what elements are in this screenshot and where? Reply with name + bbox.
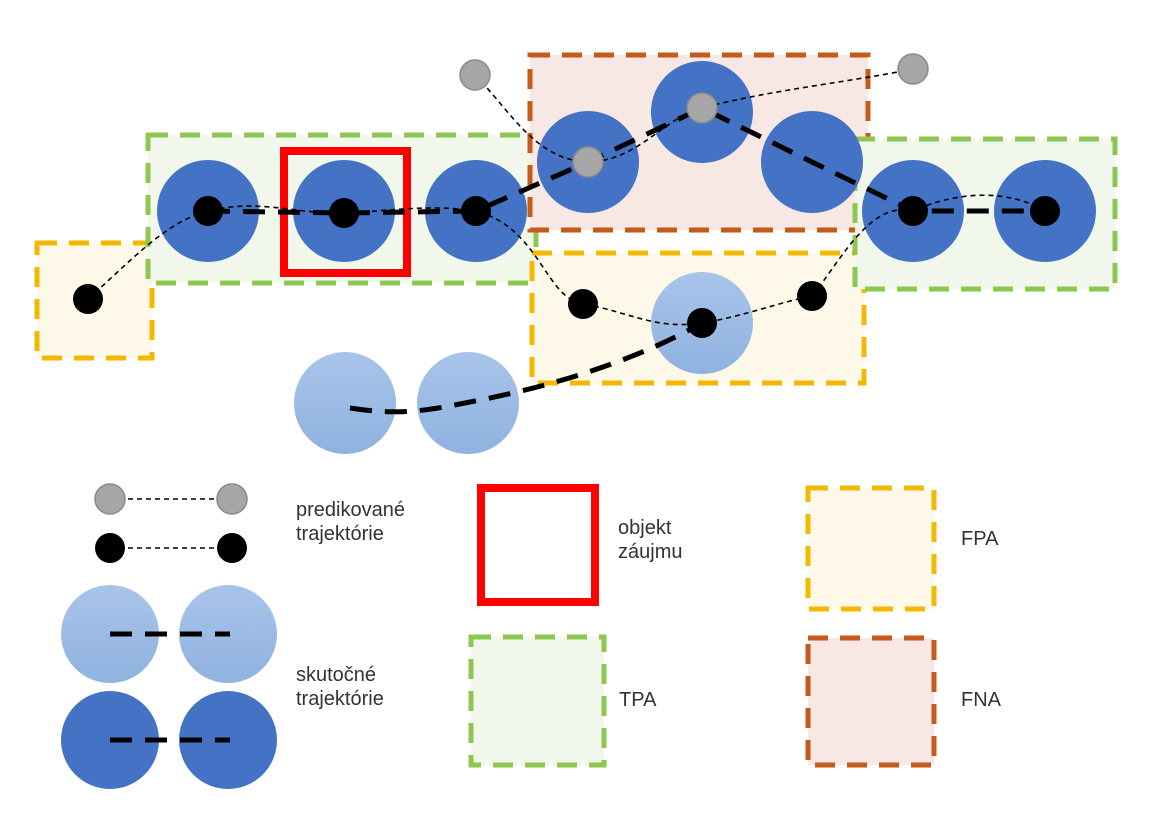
legend-interest-label-line2: záujmu	[618, 541, 683, 563]
legend-interest-box	[477, 484, 599, 606]
legend-fna-label: FNA	[961, 689, 1001, 711]
predicted-point-black	[1030, 196, 1060, 226]
predicted-point-gray	[459, 59, 491, 91]
actual-object-light	[294, 352, 396, 454]
legend-predicted-label-line2: trajektórie	[296, 523, 384, 545]
predicted-point-black	[687, 308, 717, 338]
legend-actual-label-line2: trajektórie	[296, 688, 384, 710]
legend-actual-label: skutočné trajektórie	[296, 663, 384, 711]
predicted-trajectory-gray	[474, 68, 914, 163]
legend-fpa-box	[805, 485, 937, 612]
predicted-point-black	[329, 198, 359, 228]
legend-predicted-point-black	[217, 533, 247, 563]
legend-predicted-label-line1: predikované	[296, 499, 405, 521]
legend-actual-label-line1: skutočné	[296, 664, 377, 686]
predicted-point-gray	[897, 53, 929, 85]
predicted-point-black	[461, 196, 491, 226]
predicted-point-black	[797, 281, 827, 311]
legend-tpa-label: TPA	[619, 689, 657, 711]
predicted-point-black	[898, 196, 928, 226]
legend-predicted-point-gray	[216, 483, 248, 515]
predicted-point-black	[73, 284, 103, 314]
predicted-point-gray	[572, 146, 604, 178]
actual-trajectory-dark	[207, 105, 1045, 216]
legend-predicted-point-black	[95, 533, 125, 563]
legend-fna-box	[805, 635, 937, 768]
legend-predicted-label: predikované trajektórie	[296, 498, 405, 546]
legend-tpa-box	[468, 634, 607, 768]
legend-fpa-label: FPA	[961, 528, 999, 550]
predicted-point-gray	[686, 92, 718, 124]
actual-trajectory-light	[349, 320, 704, 415]
legend-predicted-point-gray	[94, 483, 126, 515]
predicted-point-black	[568, 289, 598, 319]
predicted-point-black	[193, 196, 223, 226]
legend-interest-label: objekt záujmu	[618, 516, 682, 564]
legend-interest-label-line1: objekt	[618, 517, 672, 539]
